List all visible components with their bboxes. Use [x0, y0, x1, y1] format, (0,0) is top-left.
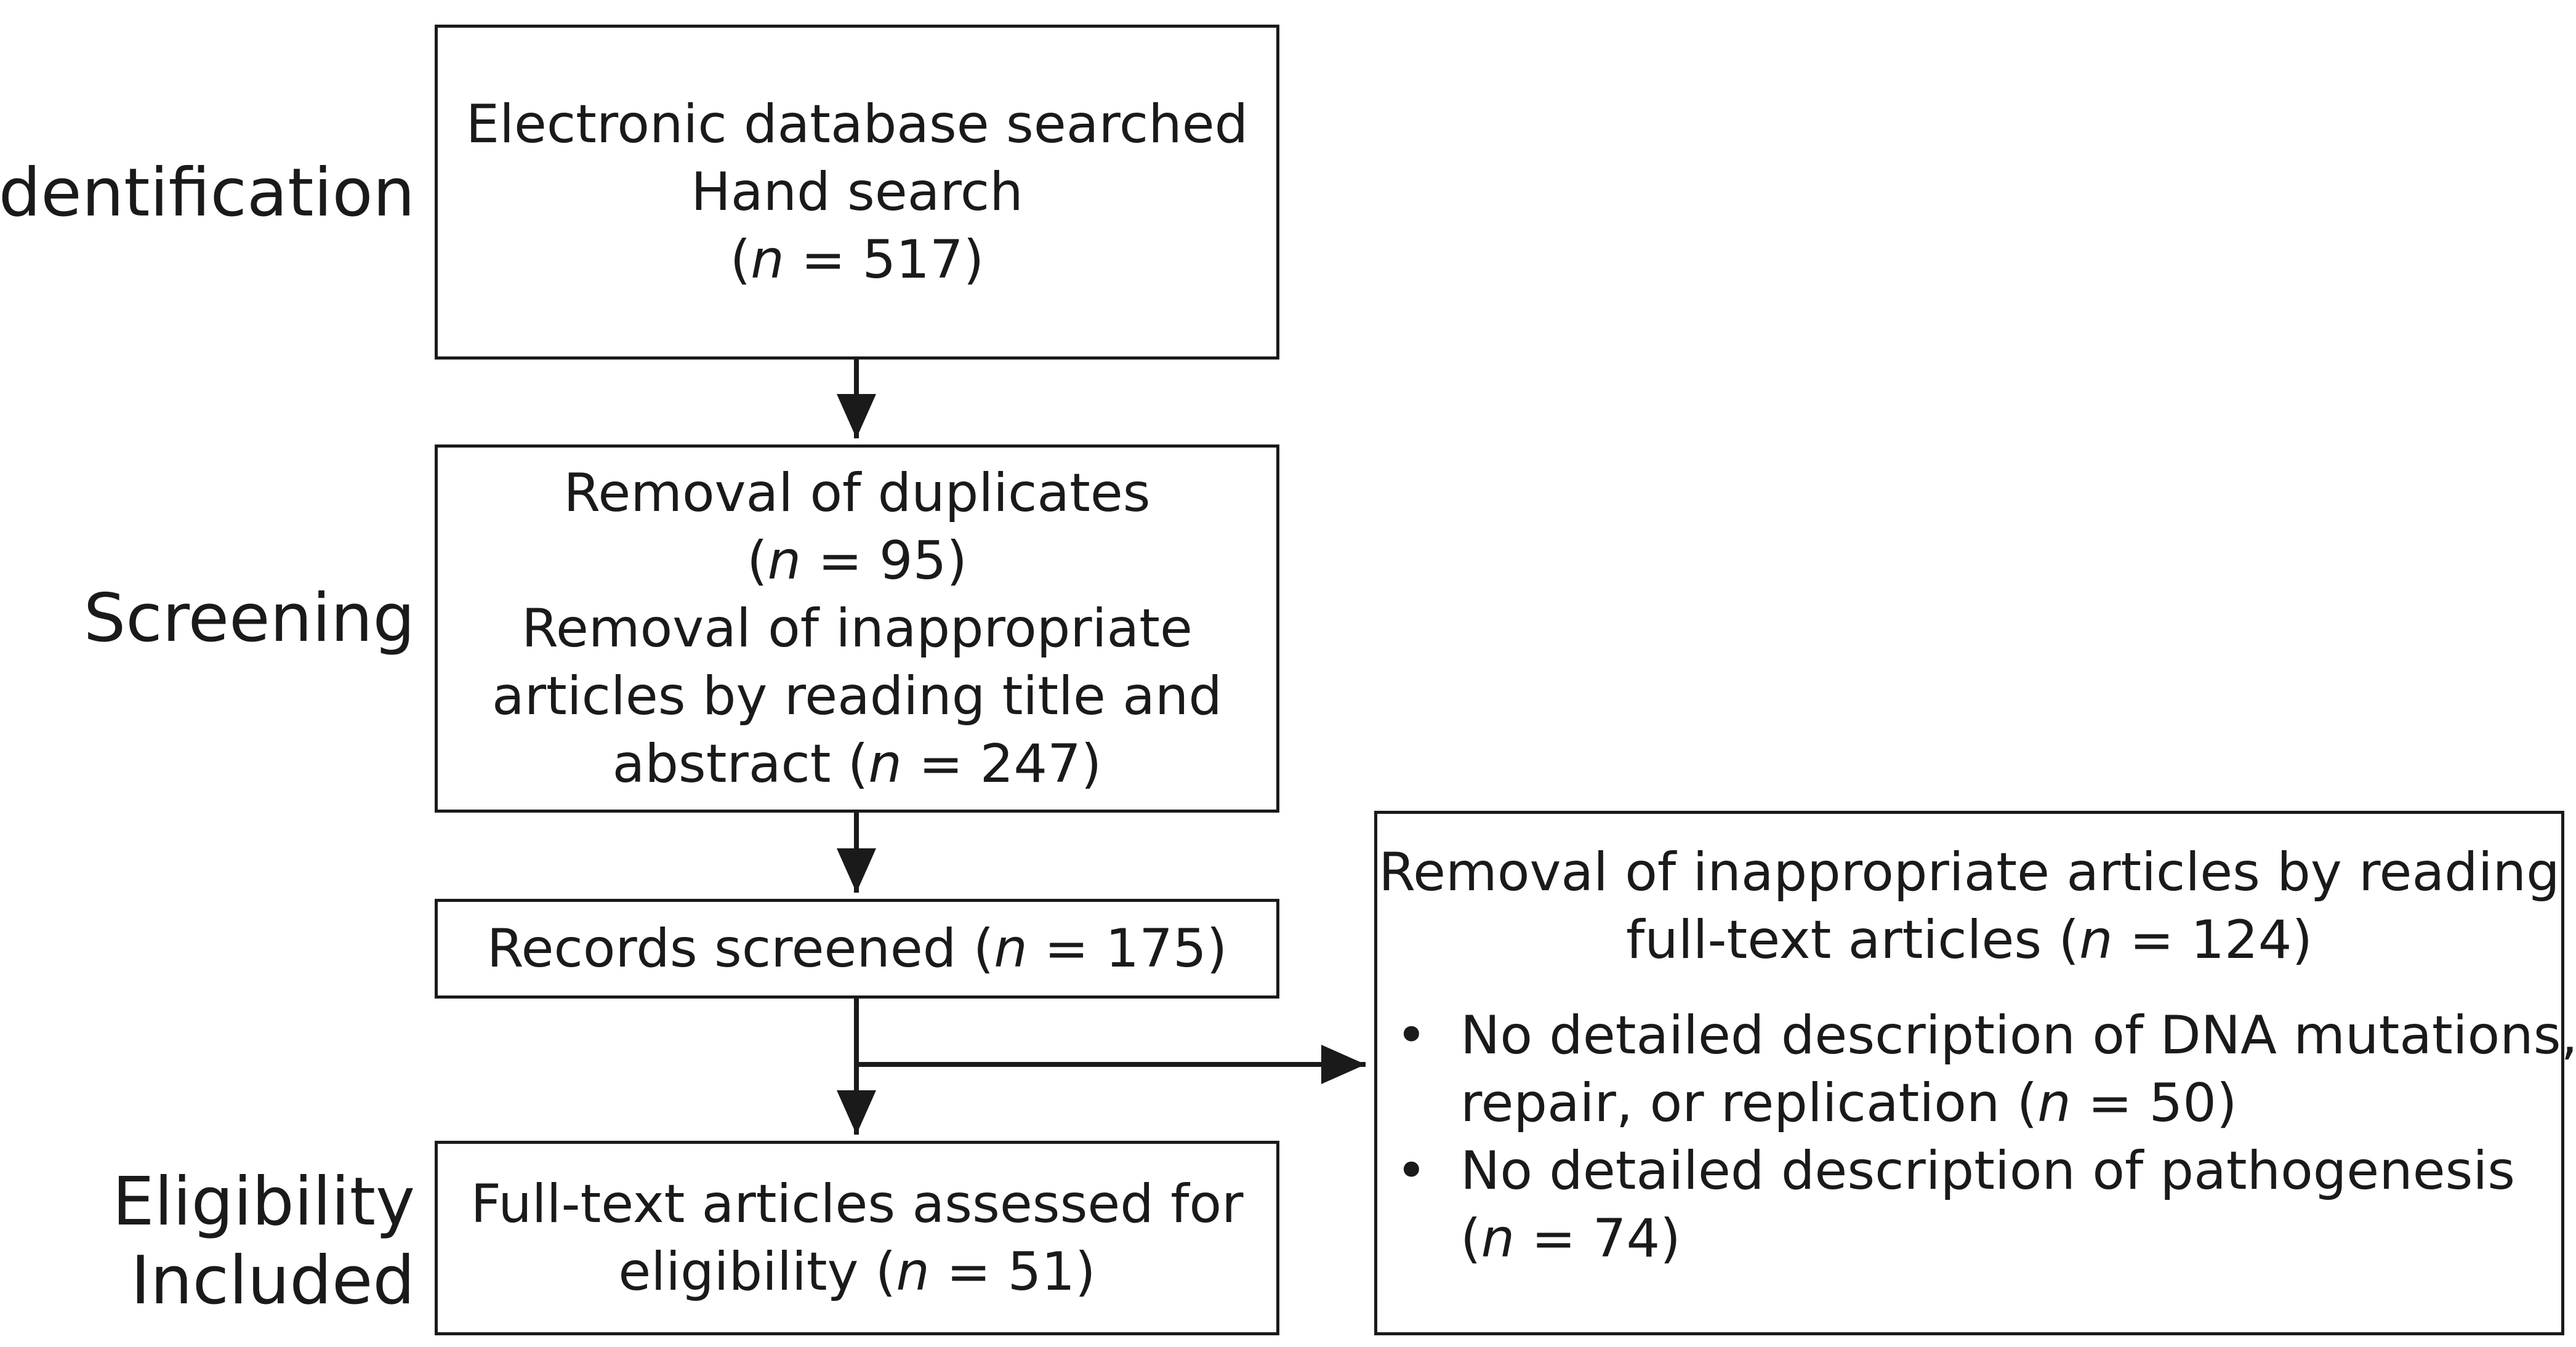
- excluded-articles-box: Removal of inappropriate articles by rea…: [1374, 811, 2576, 1335]
- screening-duplicates-count: (n = 95): [747, 530, 967, 592]
- identification-line-2: Hand search: [691, 161, 1023, 223]
- identification-count: (n = 517): [730, 229, 984, 291]
- screening-box: Removal of duplicates (n = 95) Removal o…: [435, 444, 1279, 813]
- screening-line-1: Removal of duplicates: [563, 462, 1151, 524]
- identification-line-1: Electronic database searched: [465, 94, 1249, 155]
- excluded-line-2: full-text articles (n = 124): [1625, 909, 2313, 971]
- exclusion-reason-dna-line-2: repair, or replication (n = 50): [1460, 1072, 2237, 1134]
- excluded-heading: Removal of inappropriate articles by rea…: [1377, 838, 2561, 974]
- stage-label-screening: Screening: [83, 580, 415, 657]
- excluded-line-1: Removal of inappropriate articles by rea…: [1379, 842, 2560, 903]
- exclusion-reason-dna: • No detailed description of DNA mutatio…: [1377, 1002, 2576, 1137]
- exclusion-reasons-list: • No detailed description of DNA mutatio…: [1377, 1002, 2576, 1273]
- screening-line-3: Removal of inappropriate: [521, 598, 1193, 659]
- identification-box: Electronic database searched Hand search…: [435, 25, 1279, 360]
- exclusion-reason-pathogenesis-line-1: No detailed description of pathogenesis: [1460, 1140, 2516, 1202]
- exclusion-reason-pathogenesis: • No detailed description of pathogenesi…: [1377, 1137, 2576, 1273]
- stage-label-identification: Identification: [0, 155, 415, 231]
- bullet-icon: •: [1396, 1005, 1427, 1066]
- exclusion-reason-pathogenesis-line-2: (n = 74): [1460, 1208, 1681, 1269]
- screening-line-4: articles by reading title and: [492, 665, 1222, 727]
- exclusion-reason-dna-line-1: No detailed description of DNA mutations…: [1460, 1005, 2576, 1066]
- records-screened-text: Records screened (n = 175): [486, 918, 1228, 979]
- screening-line-5: abstract (n = 247): [612, 733, 1102, 795]
- fulltext-assessed-box: Full-text articles assessed for eligibil…: [435, 1141, 1279, 1335]
- bullet-icon: •: [1396, 1140, 1427, 1202]
- records-screened-box: Records screened (n = 175): [435, 899, 1279, 999]
- fulltext-line-1: Full-text articles assessed for: [470, 1173, 1244, 1235]
- stage-label-eligibility: Eligibility: [112, 1164, 415, 1240]
- stage-label-included: Included: [131, 1242, 415, 1319]
- fulltext-line-2: eligibility (n = 51): [618, 1241, 1096, 1303]
